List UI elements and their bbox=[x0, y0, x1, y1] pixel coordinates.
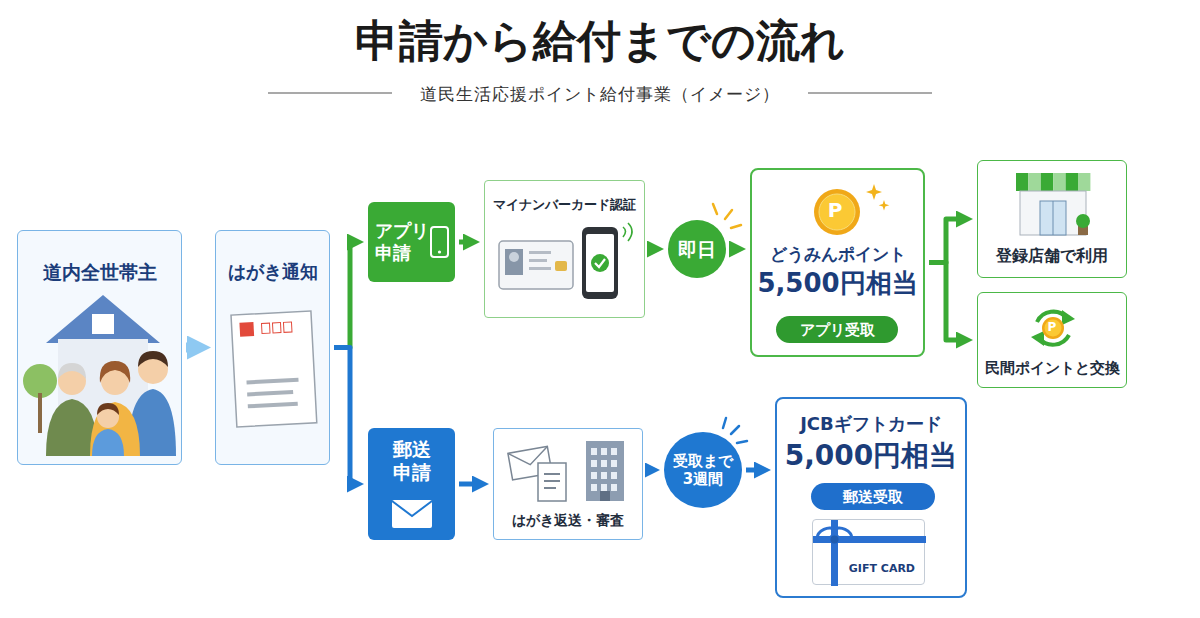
postcard-box: はがき通知 bbox=[215, 230, 330, 465]
title-rule bbox=[808, 92, 932, 93]
connector-arrow bbox=[647, 468, 648, 473]
node-label: アプリ 申請 bbox=[375, 220, 433, 263]
connector-arrow bbox=[186, 343, 192, 353]
connector-arrow bbox=[649, 247, 650, 252]
diagram-title: 申請から給付までの流れ bbox=[0, 12, 1200, 71]
sparkle-lines bbox=[713, 204, 741, 228]
node-label: マイナンバーカード認証 bbox=[493, 197, 636, 213]
exchange-box: 民間ポイントと交換 bbox=[977, 292, 1127, 388]
node-label: 郵送 申請 bbox=[390, 438, 434, 484]
connector-arrow bbox=[334, 242, 350, 348]
node-label: 即日 bbox=[678, 238, 716, 261]
node-label: はがき通知 bbox=[228, 261, 318, 283]
gift-card: GIFT CARD bbox=[812, 519, 925, 585]
app-apply-box: アプリ 申請 bbox=[368, 202, 455, 282]
title-rule bbox=[268, 92, 392, 93]
auth-box: マイナンバーカード認証 bbox=[484, 180, 645, 318]
connector-arrow bbox=[929, 263, 959, 341]
node-label: JCBギフトカード bbox=[800, 413, 942, 435]
node-label: 郵送受取 bbox=[843, 488, 903, 506]
timing-circle: 即日 bbox=[668, 220, 726, 278]
diagram-caption: 道民生活応援ポイント給付事業（イメージ） bbox=[0, 83, 1200, 106]
coin-letter: P bbox=[1048, 321, 1057, 333]
gift-card-illustration bbox=[813, 520, 926, 586]
node-label: どうみんポイント bbox=[770, 244, 906, 264]
gift-box: JCBギフトカード 5,000円相当郵送受取 GIFT CARD bbox=[775, 397, 967, 598]
connector-arrow bbox=[746, 468, 757, 473]
timing-circle: 受取まで 3週間 bbox=[664, 432, 742, 508]
connector-arrow bbox=[459, 482, 475, 487]
receive-pill: アプリ受取 bbox=[776, 316, 898, 343]
receive-pill: 郵送受取 bbox=[811, 483, 935, 510]
node-label: 受取まで 3週間 bbox=[671, 452, 735, 488]
node-label: アプリ受取 bbox=[800, 321, 875, 339]
use-box: 登録店舗で利用 bbox=[977, 160, 1127, 278]
node-label: GIFT CARD bbox=[849, 562, 915, 575]
connector-arrow bbox=[459, 240, 466, 245]
node-label: はがき返送・審査 bbox=[512, 512, 624, 529]
node-value: 5,500円相当 bbox=[757, 268, 917, 299]
connector-arrow bbox=[334, 348, 350, 485]
node-label: 道内全世帯主 bbox=[43, 261, 157, 284]
node-label: 登録店舗で利用 bbox=[996, 246, 1108, 265]
connector-arrow bbox=[730, 247, 732, 252]
review-box: はがき返送・審査 bbox=[493, 428, 643, 540]
point-box: どうみんポイント 5,500円相当アプリ受取 bbox=[750, 168, 925, 357]
node-value: 5,000円相当 bbox=[785, 439, 958, 473]
mail-apply-box: 郵送 申請 bbox=[368, 428, 455, 540]
household-box: 道内全世帯主 bbox=[17, 230, 182, 465]
coin-letter: P bbox=[828, 200, 843, 220]
connector-arrow bbox=[929, 219, 959, 263]
node-label: 民間ポイントと交換 bbox=[985, 359, 1120, 377]
